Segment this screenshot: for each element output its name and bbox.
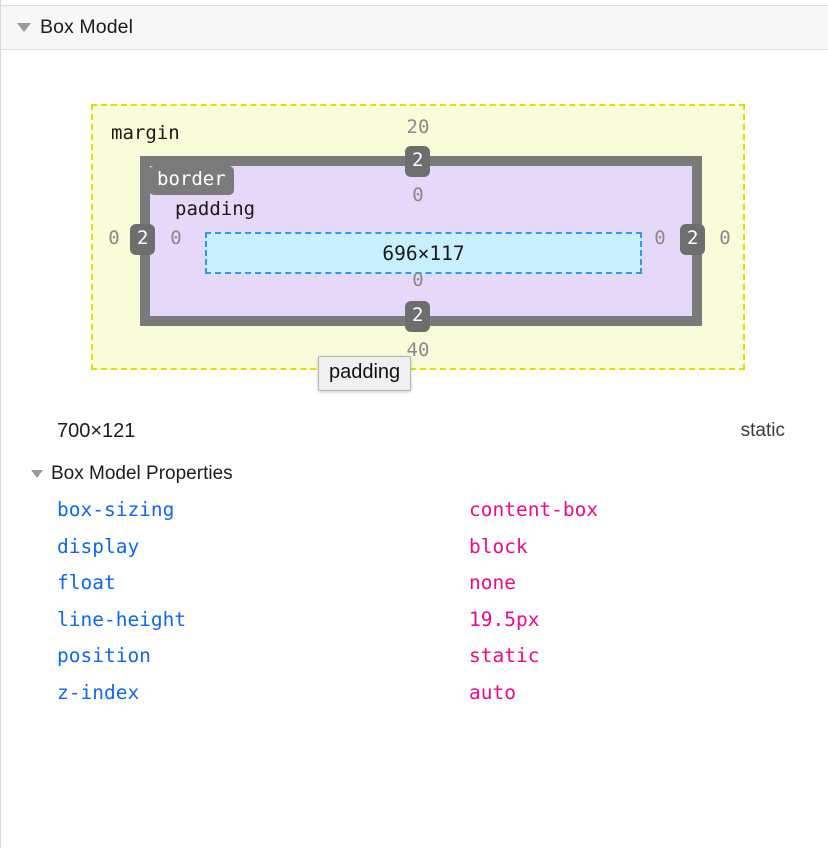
page-title: Box Model [40, 16, 134, 38]
border-top-value[interactable]: 2 [405, 146, 431, 177]
content-dimensions: 696×117 [382, 241, 465, 265]
triangle-down-icon[interactable] [31, 470, 43, 478]
box-model-section-header[interactable]: Box Model [1, 5, 828, 50]
box-model-properties-header[interactable]: Box Model Properties [31, 463, 233, 485]
property-name[interactable]: line-height [57, 607, 187, 631]
table-row[interactable]: z-index auto [1, 681, 828, 718]
border-left-value[interactable]: 2 [130, 224, 156, 255]
box-model-diagram: margin border padding 696×117 20 2 0 0 2… [1, 56, 828, 396]
property-name[interactable]: display [57, 534, 140, 558]
padding-label: padding [175, 198, 256, 220]
property-name[interactable]: box-sizing [57, 498, 175, 521]
property-value[interactable]: none [469, 571, 516, 594]
margin-left-value[interactable]: 0 [108, 227, 120, 249]
property-value[interactable]: auto [469, 680, 516, 704]
hover-tooltip: padding [318, 356, 412, 391]
property-name[interactable]: z-index [57, 680, 140, 704]
margin-top-value[interactable]: 20 [406, 116, 430, 138]
box-model-properties-title: Box Model Properties [51, 463, 233, 484]
property-value[interactable]: content-box [469, 498, 599, 521]
box-model-summary: 700×121 static [1, 420, 828, 458]
padding-right-value[interactable]: 0 [654, 227, 666, 249]
margin-right-value[interactable]: 0 [719, 227, 731, 249]
padding-bottom-value[interactable]: 0 [412, 269, 424, 291]
property-name[interactable]: position [57, 644, 151, 667]
padding-left-value[interactable]: 0 [170, 227, 182, 249]
element-dimensions: 700×121 [57, 420, 136, 442]
content-region[interactable]: 696×117 [205, 232, 642, 274]
padding-top-value[interactable]: 0 [412, 184, 424, 206]
table-row[interactable]: float none [1, 571, 828, 608]
table-row[interactable]: line-height 19.5px [1, 608, 828, 645]
table-row[interactable]: box-sizing content-box [1, 498, 828, 535]
triangle-down-icon[interactable] [17, 23, 31, 32]
property-name[interactable]: float [57, 571, 116, 594]
border-right-value[interactable]: 2 [680, 224, 706, 255]
border-bottom-value[interactable]: 2 [405, 301, 431, 332]
margin-label: margin [111, 122, 180, 144]
box-model-properties-list: box-sizing content-box display block flo… [1, 498, 828, 717]
table-row[interactable]: position static [1, 644, 828, 681]
property-value[interactable]: static [469, 644, 540, 667]
property-value[interactable]: block [469, 534, 528, 558]
table-row[interactable]: display block [1, 535, 828, 572]
property-value[interactable]: 19.5px [469, 607, 540, 631]
margin-bottom-value[interactable]: 40 [406, 339, 430, 361]
border-label: border [149, 166, 234, 195]
element-position: static [740, 420, 785, 441]
